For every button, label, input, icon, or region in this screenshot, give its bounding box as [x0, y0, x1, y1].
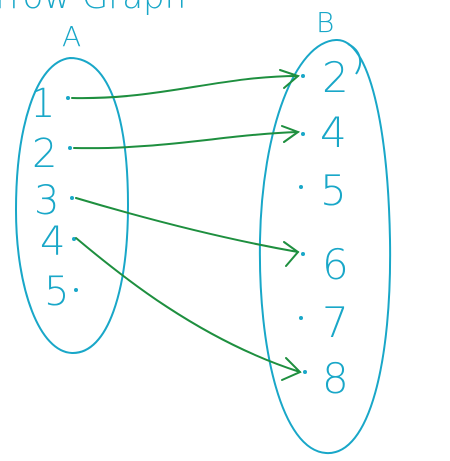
arrow-2-to-4 — [73, 125, 301, 150]
set-b-element: 6 — [322, 240, 349, 289]
diagram-title: Arrow Graph — [0, 0, 186, 17]
arrow-1-to-2 — [71, 69, 300, 100]
set-a-dot — [66, 96, 70, 100]
set-a-dot — [68, 146, 72, 150]
set-b-dot — [303, 370, 307, 374]
set-a-element: 2 — [32, 131, 57, 177]
set-b-element: 8 — [322, 354, 349, 403]
set-a-element: 1 — [30, 81, 55, 127]
set-a-oval — [14, 56, 130, 355]
set-b-element: 7 — [322, 298, 349, 347]
set-b-dot — [301, 252, 305, 256]
set-a-dot — [70, 196, 74, 200]
arrow-4-to-8 — [75, 237, 302, 381]
set-a-element: 3 — [34, 178, 59, 224]
set-b-dot — [301, 74, 305, 78]
set-b-element: 2 — [322, 53, 349, 102]
set-a-element: 5 — [44, 269, 69, 315]
set-b-dot — [299, 316, 303, 320]
set-a-dot — [74, 288, 78, 292]
arrow-3-to-6 — [75, 197, 300, 267]
set-b-label: B — [316, 6, 334, 39]
set-a-element: 4 — [40, 219, 65, 265]
set-b-element: 4 — [320, 108, 347, 157]
set-b-oval — [258, 38, 392, 455]
set-b-oval-curl — [347, 43, 362, 75]
set-b-element: 5 — [320, 166, 347, 215]
set-a-label: A — [62, 20, 81, 53]
set-b-dot — [301, 132, 305, 136]
set-b-dot — [299, 185, 303, 189]
